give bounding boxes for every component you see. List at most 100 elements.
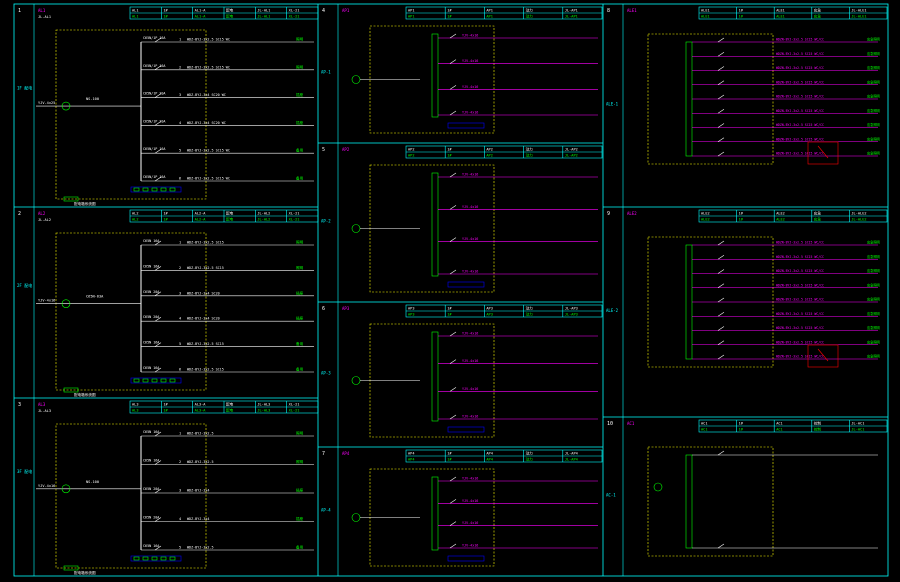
feeder-load: 应急照明	[867, 325, 880, 330]
breaker-symbol	[717, 240, 725, 246]
branch-cable: WDZ-BYJ-3x2.5	[187, 546, 214, 550]
feeder-load: 应急照明	[867, 254, 880, 259]
feeder-cable: WDZN-BYJ-3x2.5 SC15 WC/CC	[776, 241, 824, 245]
terminal-block	[151, 556, 158, 561]
feeder-cable: YJV-4x16	[462, 34, 478, 38]
breaker-symbol	[449, 110, 457, 116]
motor-icon	[351, 376, 361, 385]
board-note: 配电箱系统图	[74, 570, 96, 575]
breaker-symbol	[154, 342, 162, 347]
circuit-number: 5	[179, 546, 181, 550]
branch-cable: WDZ-BYJ-3x2.5 SC15 WC	[187, 177, 230, 181]
header-cell-text: 控制	[814, 421, 822, 426]
header-cell-text: 动力	[526, 14, 534, 19]
breaker-symbol	[449, 33, 457, 39]
breaker-symbol	[717, 543, 725, 549]
header-cell-text: AP1	[408, 15, 415, 19]
header-cell-text: 应急	[814, 14, 822, 19]
busbar-box	[431, 476, 439, 551]
header-cell-text: 1#	[163, 409, 168, 413]
header-cell-text: AP3	[486, 307, 493, 311]
feeder-cable: YJV-4x16	[462, 499, 478, 503]
header-cell-text: 动力	[526, 451, 534, 456]
circuit-number: 3	[179, 93, 181, 97]
header-cell-text: AL3-A	[195, 409, 207, 413]
busbar-box	[431, 331, 439, 422]
header-cell-text: JL-AL2	[257, 218, 270, 222]
header-cell-text: 1#	[163, 403, 168, 407]
header-cell-text: 1#	[447, 9, 452, 13]
feeder-load: 应急照明	[867, 240, 880, 245]
feeder-load: 应急照明	[867, 311, 880, 316]
meter-icon	[653, 482, 663, 492]
ground-bar	[63, 196, 79, 202]
feeder-load: 应急照明	[867, 297, 880, 302]
busbar-box	[685, 244, 693, 360]
panel-side-label: ALE-2	[606, 308, 619, 313]
feeder-cable: WDZN-BYJ-3x2.5 SC15 WC/CC	[776, 355, 824, 359]
breaker-symbol	[154, 148, 162, 154]
feeder-cable: YJV-4x16	[462, 205, 478, 209]
breaker-symbol	[154, 37, 162, 43]
header-cell-text: AP4	[408, 458, 415, 462]
header-cell-text: 1#	[163, 212, 168, 216]
breaker-symbol	[449, 499, 457, 504]
panel-number: 6	[322, 306, 325, 312]
branch-breaker: C65N 16A	[143, 264, 159, 268]
breaker-symbol	[154, 517, 162, 522]
feeder-cable: YJV-4x16	[462, 415, 478, 419]
header-cell-text: AL3	[132, 403, 139, 407]
terminal-block	[133, 378, 140, 383]
panel-side-label: 3F 配电	[17, 468, 32, 474]
header-cell-text: AL2-A	[195, 218, 207, 222]
terminal-block	[160, 378, 167, 383]
header-cell-text: JL-AP2	[565, 154, 578, 158]
breaker-symbol	[449, 387, 457, 392]
feeder-cable: YJV-4x16	[462, 85, 478, 89]
header-cell-text: JL-AC1	[851, 422, 864, 426]
header-cell-text: AP1	[408, 9, 415, 13]
header-cell-text: AL2	[132, 212, 139, 216]
branch-cable: WDZ-BYJ-3x2.5 SC15 WC	[187, 65, 230, 69]
panel-number: 4	[322, 8, 325, 14]
circuit-number: 1	[179, 241, 181, 245]
panel-side-label: 1F 配电	[17, 84, 32, 90]
header-cell-text: JL-ALE1	[851, 15, 866, 19]
breaker-symbol	[154, 121, 162, 126]
panel-side-label: 2F 配电	[17, 282, 32, 288]
branch-breaker: C65N 16A	[143, 459, 159, 463]
terminal-block	[151, 378, 158, 383]
feeder-cable: YJV-4x16	[462, 387, 478, 391]
header-cell-text: AL1	[132, 9, 139, 13]
branch-cable: WDZ-BYJ-3x4 SC20 WC	[187, 93, 226, 97]
header-cell-text: JL-AP3	[565, 313, 578, 317]
breaker-symbol	[717, 297, 725, 303]
breaker-symbol	[154, 367, 162, 373]
feeder-cable: WDZN-BYJ-3x2.5 SC15 WC/CC	[776, 298, 824, 302]
branch-cable: WDZ-BYJ-3x4 SC20	[187, 291, 220, 295]
header-cell-text: JL-ALE1	[851, 9, 866, 13]
breaker-symbol	[717, 340, 725, 345]
panel-subtitle: JL-AL1	[38, 15, 51, 19]
main-breaker-label: C65N-63A	[86, 295, 104, 299]
breaker-symbol	[154, 176, 162, 182]
header-cell-text: AP2	[486, 148, 493, 152]
terminal-strip	[130, 555, 182, 562]
branch-load: 插座	[296, 92, 304, 97]
terminal-strip	[130, 377, 182, 384]
header-cell-text: 1#	[739, 9, 744, 13]
feeder-cable: WDZN-BYJ-3x2.5 SC15 WC/CC	[776, 38, 824, 42]
header-cell-text: AC1	[701, 428, 708, 432]
terminal-block	[169, 378, 176, 383]
panel-number: 2	[18, 211, 21, 217]
header-cell-text: ALE1	[776, 15, 785, 19]
busbar-box	[685, 454, 693, 549]
branch-load: 备用	[296, 545, 304, 550]
panel-number: 1	[18, 8, 21, 14]
branch-breaker: C65N/1P 16A	[143, 36, 165, 40]
branch-load: 照明	[296, 265, 304, 270]
feeder-cable: YJV-4x16	[462, 544, 478, 548]
header-cell-text: JL-AP4	[565, 458, 578, 462]
breaker-symbol	[717, 450, 725, 456]
terminal-block	[133, 556, 140, 561]
